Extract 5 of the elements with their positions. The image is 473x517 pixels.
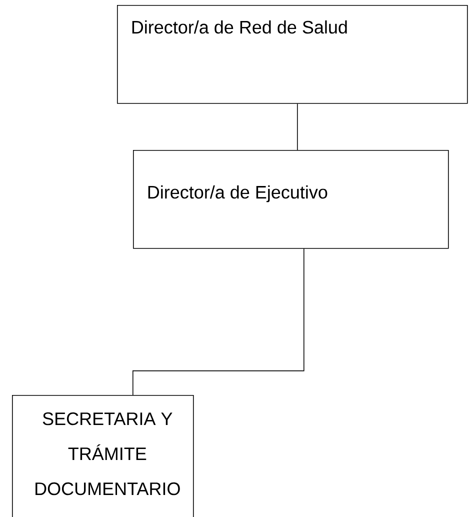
connector-line <box>132 248 304 396</box>
org-box: SECRETARIA Y TRÁMITE DOCUMENTARIO <box>12 395 194 517</box>
org-box: Director/a de Ejecutivo <box>133 150 449 249</box>
org-box: Director/a de Red de Salud <box>117 5 468 104</box>
connector-line <box>297 103 298 150</box>
